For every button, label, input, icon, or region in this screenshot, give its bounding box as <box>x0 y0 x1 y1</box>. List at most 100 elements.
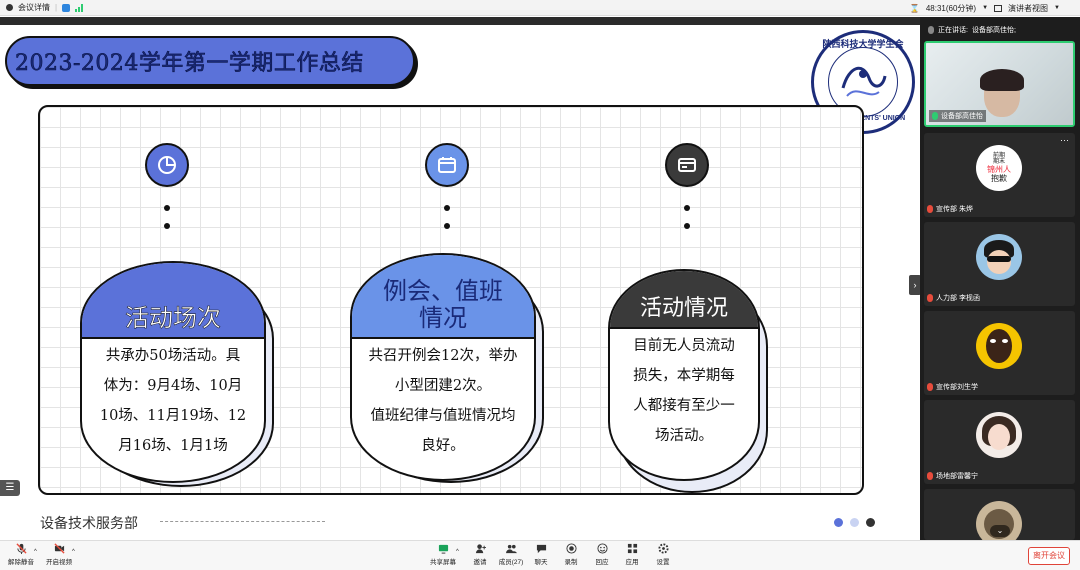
page-indicator-dot[interactable] <box>834 518 843 527</box>
speaking-indicator: 正在讲话: 设备部高佳怡; <box>928 25 1016 35</box>
view-mode-dropdown[interactable]: 演讲者视图 <box>1008 3 1049 13</box>
signal-icon[interactable] <box>75 3 84 12</box>
card-body: 共召开例会12次，举办 小型团建2次。 值班纪律与值班情况均 良好。 <box>362 341 524 461</box>
react-button[interactable]: 回应 <box>585 543 619 566</box>
slide-title-banner: 2023-2024学年第一学期工作总结 <box>5 36 415 86</box>
participant-name: 宣传部刘生学 <box>927 382 978 392</box>
participant-tile[interactable]: ⌄ <box>924 489 1075 540</box>
card-body-line: 共承办50场活动。具 <box>105 348 241 364</box>
card-body: 共承办50场活动。具 体为：9月4场、10月 10场、11月19场、12 月16… <box>92 341 254 461</box>
department-footer: 设备技术服务部 <box>40 516 138 532</box>
footer-divider <box>160 521 325 522</box>
meeting-toolbar: 解除静音 ^ 开启视频 ^ 共享屏幕 ^ 邀请 成员(27) 聊天 录制 回应 … <box>0 540 1080 570</box>
card-body-line: 场活动。 <box>655 428 713 444</box>
connector-dot <box>684 205 690 211</box>
apps-grid-icon <box>627 543 637 554</box>
participant-name: 宣传部 朱烨 <box>927 204 973 214</box>
card-body-line: 月16场、1月1场 <box>118 438 228 454</box>
page-indicator-dot[interactable] <box>850 518 859 527</box>
card-body-line: 小型团建2次。 <box>394 378 492 394</box>
members-button[interactable]: 成员(27) <box>494 543 528 566</box>
mic-off-icon <box>15 543 27 554</box>
chevron-down-icon[interactable]: ▼ <box>1054 5 1060 11</box>
avatar <box>976 323 1022 369</box>
card-body-line: 共召开例会12次，举办 <box>368 348 518 364</box>
chat-icon <box>536 544 546 554</box>
speaking-label: 正在讲话: <box>938 27 968 34</box>
chevron-up-icon[interactable]: ^ <box>456 549 459 555</box>
card-heading: 活动情况 <box>639 295 728 321</box>
reaction-icon <box>596 543 608 554</box>
chevron-up-icon[interactable]: ^ <box>72 549 75 555</box>
share-screen-button[interactable]: 共享屏幕 <box>426 543 460 566</box>
chat-button[interactable]: 聊天 <box>524 543 558 566</box>
connector-dot <box>444 223 450 229</box>
gear-icon <box>657 543 669 554</box>
participant-tile[interactable]: 宣传部刘生学 <box>924 311 1075 395</box>
card-body: 目前无人员流动 损失，本学期每 人都接有至少一 场活动。 <box>620 331 748 451</box>
meeting-info-link[interactable]: 会议详情 <box>18 3 50 12</box>
participant-tile[interactable]: 场地部雷馨宁 <box>924 400 1075 484</box>
chevron-up-icon[interactable]: ^ <box>34 549 37 555</box>
mic-off-icon <box>927 383 933 391</box>
unmute-button[interactable]: 解除静音 <box>4 543 38 566</box>
scroll-down-icon[interactable]: ⌄ <box>990 525 1010 537</box>
card-heading: 例会、值班情况 <box>383 277 503 332</box>
participant-name: 设备部高佳怡 <box>929 110 986 122</box>
card-header: 活动情况 <box>610 271 758 329</box>
meeting-timer: 48:31(60分钟) <box>925 3 977 13</box>
apps-button[interactable]: 应用 <box>615 543 649 566</box>
video-button[interactable]: 开启视频 <box>42 543 76 566</box>
members-icon <box>505 544 517 554</box>
page-indicator-dot[interactable] <box>866 518 875 527</box>
record-icon <box>565 543 577 554</box>
card-header: 例会、值班情况 <box>352 255 534 339</box>
connector-dot <box>164 223 170 229</box>
invite-button[interactable]: 邀请 <box>463 543 497 566</box>
share-top-strip <box>0 17 920 25</box>
calendar-icon <box>425 143 469 187</box>
divider: | <box>55 3 58 12</box>
collapse-panel-button[interactable]: › <box>909 275 921 295</box>
card-header: 活动场次 <box>82 263 264 339</box>
leave-meeting-button[interactable]: 离开会议 <box>1028 547 1070 565</box>
slide-title: 2023-2024学年第一学期工作总结 <box>15 51 364 77</box>
participant-tile[interactable]: ··· 前期 期末 锦州人 抱歉 宣传部 朱烨 <box>924 133 1075 217</box>
view-mode-icon[interactable] <box>994 4 1003 12</box>
activity-count-card: 活动场次 共承办50场活动。具 体为：9月4场、10月 10场、11月19场、1… <box>80 261 266 483</box>
slide-menu-button[interactable]: ☰ <box>0 480 20 496</box>
mic-off-icon <box>927 205 933 213</box>
shared-screen: 2023-2024学年第一学期工作总结 陕西科技大学学生会 SUST STUDE… <box>0 17 920 540</box>
card-body-line: 体为：9月4场、10月 <box>103 378 243 394</box>
more-options-icon[interactable]: ··· <box>1060 135 1069 145</box>
mic-off-icon <box>927 294 933 302</box>
card-body-line: 损失，本学期每 <box>633 368 735 384</box>
speaker-icon <box>928 26 934 34</box>
meeting-duty-card: 例会、值班情况 共召开例会12次，举办 小型团建2次。 值班纪律与值班情况均 良… <box>350 253 536 481</box>
participant-panel: 正在讲话: 设备部高佳怡; 设备部高佳怡 ··· 前期 期末 锦州人 抱歉 宣传… <box>920 17 1080 540</box>
content-panel: 活动场次 共承办50场活动。具 体为：9月4场、10月 10场、11月19场、1… <box>38 105 864 495</box>
mic-on-icon <box>932 112 938 120</box>
connector-dot <box>684 223 690 229</box>
shield-icon[interactable] <box>62 3 71 12</box>
meeting-info-icon[interactable] <box>6 4 13 11</box>
chevron-down-icon[interactable]: ▼ <box>982 5 989 11</box>
record-button[interactable]: 录制 <box>554 543 588 566</box>
camera-off-icon <box>53 543 65 554</box>
card-body-line: 目前无人员流动 <box>633 338 735 354</box>
avatar <box>976 412 1022 458</box>
card-body-line: 值班纪律与值班情况均 <box>370 408 516 424</box>
card-body-line: 人都接有至少一 <box>633 398 735 414</box>
card-heading: 活动场次 <box>125 303 222 332</box>
mic-off-icon <box>927 472 933 480</box>
participant-name: 场地部雷馨宁 <box>927 471 978 481</box>
connector-dot <box>164 205 170 211</box>
participant-name: 人力部 李枧函 <box>927 293 980 303</box>
participant-tile[interactable]: 人力部 李枧函 <box>924 222 1075 306</box>
participant-hair <box>980 69 1024 91</box>
card-body-line: 10场、11月19场、12 <box>99 408 247 424</box>
connector-dot <box>444 205 450 211</box>
participant-video-tile[interactable]: 设备部高佳怡 <box>924 41 1075 127</box>
settings-button[interactable]: 设置 <box>646 543 680 566</box>
avatar: 前期 期末 锦州人 抱歉 <box>976 145 1022 191</box>
